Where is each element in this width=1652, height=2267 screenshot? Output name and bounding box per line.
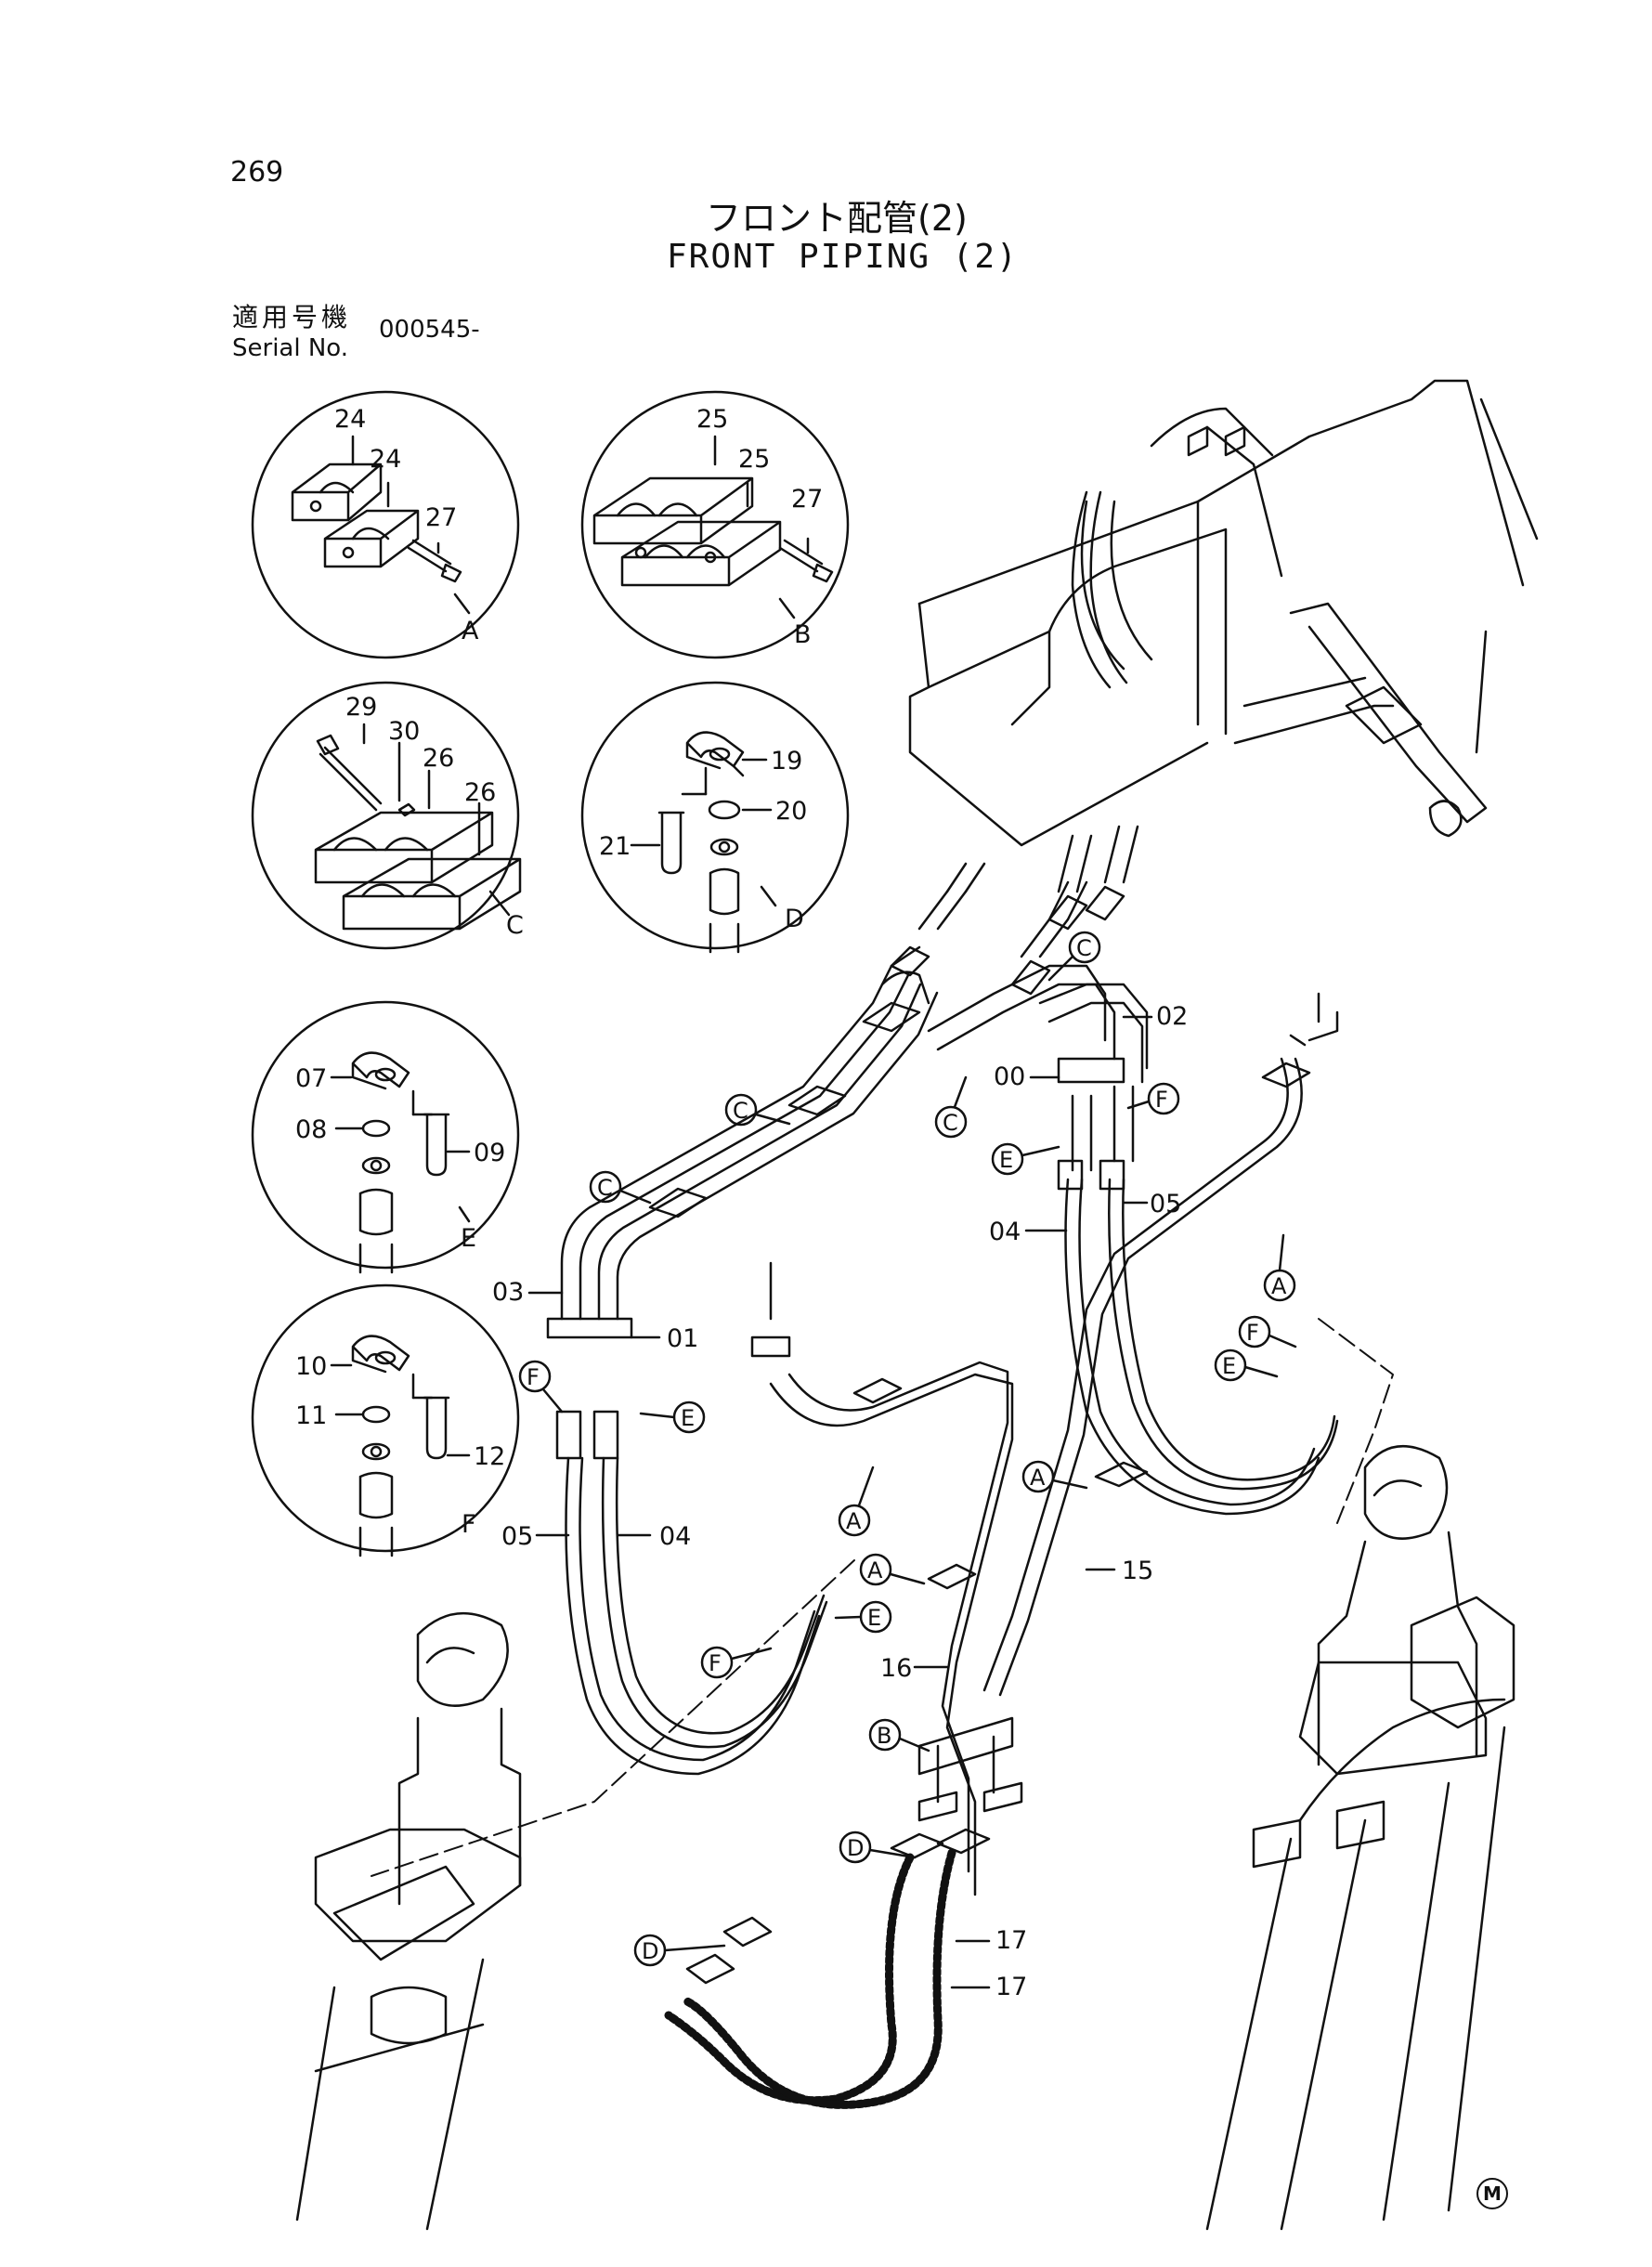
detail-f-part-3: 12 xyxy=(474,1442,505,1471)
serial-label-en: Serial No. xyxy=(232,334,348,362)
part-label-01: 01 xyxy=(667,1324,698,1353)
detail-b-letter: B xyxy=(794,620,812,649)
callouts: A A A A B C C C C D D E E E E F xyxy=(518,931,1297,1967)
callout-e-1: E xyxy=(999,1147,1013,1173)
page-title-en: FRONT PIPING (2) xyxy=(667,238,1019,276)
part-label-17-lower: 17 xyxy=(995,1973,1027,2001)
detail-b-part-2: 25 xyxy=(738,445,770,474)
detail-c-part-2: 30 xyxy=(388,717,420,746)
detail-a-part-3: 27 xyxy=(425,503,457,532)
part-label-03: 03 xyxy=(492,1278,524,1307)
callout-f-3: F xyxy=(709,1650,722,1676)
callout-d-1: D xyxy=(847,1835,864,1861)
detail-view-e: 07 08 09 E xyxy=(251,1000,520,1274)
detail-f-letter: F xyxy=(462,1510,476,1539)
callout-a-3: A xyxy=(846,1508,862,1534)
callout-d-2: D xyxy=(642,1938,658,1964)
callout-c-4: C xyxy=(597,1175,613,1201)
callout-b-1: B xyxy=(877,1723,891,1749)
callout-f-4: F xyxy=(1246,1320,1259,1346)
detail-c-letter: C xyxy=(506,911,524,940)
serial-label-jp: 適用号機 xyxy=(232,302,352,332)
detail-d-part-1: 19 xyxy=(771,747,802,775)
serial-value: 000545- xyxy=(379,316,480,344)
detail-view-f: 10 11 12 F xyxy=(251,1283,520,1557)
detail-c-part-4: 26 xyxy=(464,778,496,807)
detail-e-part-2: 08 xyxy=(295,1115,327,1144)
detail-f-part-1: 10 xyxy=(295,1352,327,1381)
detail-a-part-2: 24 xyxy=(370,445,401,474)
callout-a-2: A xyxy=(1030,1465,1046,1491)
part-label-02: 02 xyxy=(1156,1002,1188,1031)
part-label-04-upper: 04 xyxy=(989,1218,1021,1246)
callout-f-2: F xyxy=(527,1364,540,1390)
detail-e-part-3: 09 xyxy=(474,1139,505,1167)
main-piping xyxy=(295,825,1515,2231)
detail-view-b: 25 25 27 B xyxy=(580,390,850,659)
detail-c-part-3: 26 xyxy=(423,744,454,773)
part-label-16: 16 xyxy=(880,1654,912,1683)
part-label-04-lower: 04 xyxy=(659,1522,691,1551)
page-title-jp: フロント配管(2) xyxy=(706,198,968,239)
detail-d-part-2: 20 xyxy=(775,797,807,826)
callout-c-3: C xyxy=(733,1098,748,1124)
detail-d-letter: D xyxy=(785,905,804,933)
detail-view-c: 29 30 26 26 C xyxy=(251,681,524,950)
detail-c-part-1: 29 xyxy=(345,693,377,722)
part-label-17-upper: 17 xyxy=(995,1926,1027,1955)
detail-a-part-1: 24 xyxy=(334,405,366,434)
part-label-00: 00 xyxy=(994,1062,1025,1091)
callout-a-1: A xyxy=(1271,1273,1287,1299)
manufacturer-mark: M xyxy=(1476,2178,1508,2209)
callout-e-4: E xyxy=(1222,1353,1236,1379)
detail-view-d: 19 20 21 D xyxy=(580,681,850,954)
page-number: 269 xyxy=(230,156,284,189)
callout-e-3: E xyxy=(867,1605,881,1631)
detail-d-part-3: 21 xyxy=(599,832,631,861)
detail-a-letter: A xyxy=(462,617,479,645)
detail-e-part-1: 07 xyxy=(295,1064,327,1093)
detail-f-part-2: 11 xyxy=(295,1401,327,1430)
part-label-15: 15 xyxy=(1122,1557,1153,1585)
detail-b-part-3: 27 xyxy=(791,485,823,514)
callout-c-1: C xyxy=(1076,935,1092,961)
detail-b-part-1: 25 xyxy=(696,405,728,434)
part-label-05-lower: 05 xyxy=(501,1522,533,1551)
callout-f-1: F xyxy=(1155,1087,1168,1113)
callout-a-4: A xyxy=(867,1557,883,1583)
detail-view-a: 24 24 27 A xyxy=(251,390,520,659)
boom-structure xyxy=(908,379,1539,847)
detail-e-letter: E xyxy=(461,1224,476,1253)
part-label-05-upper: 05 xyxy=(1150,1190,1181,1218)
part-labels: 00 01 02 03 04 04 05 05 15 16 17 17 xyxy=(492,1002,1188,2001)
callout-e-2: E xyxy=(681,1405,695,1431)
callout-c-2: C xyxy=(943,1110,958,1136)
